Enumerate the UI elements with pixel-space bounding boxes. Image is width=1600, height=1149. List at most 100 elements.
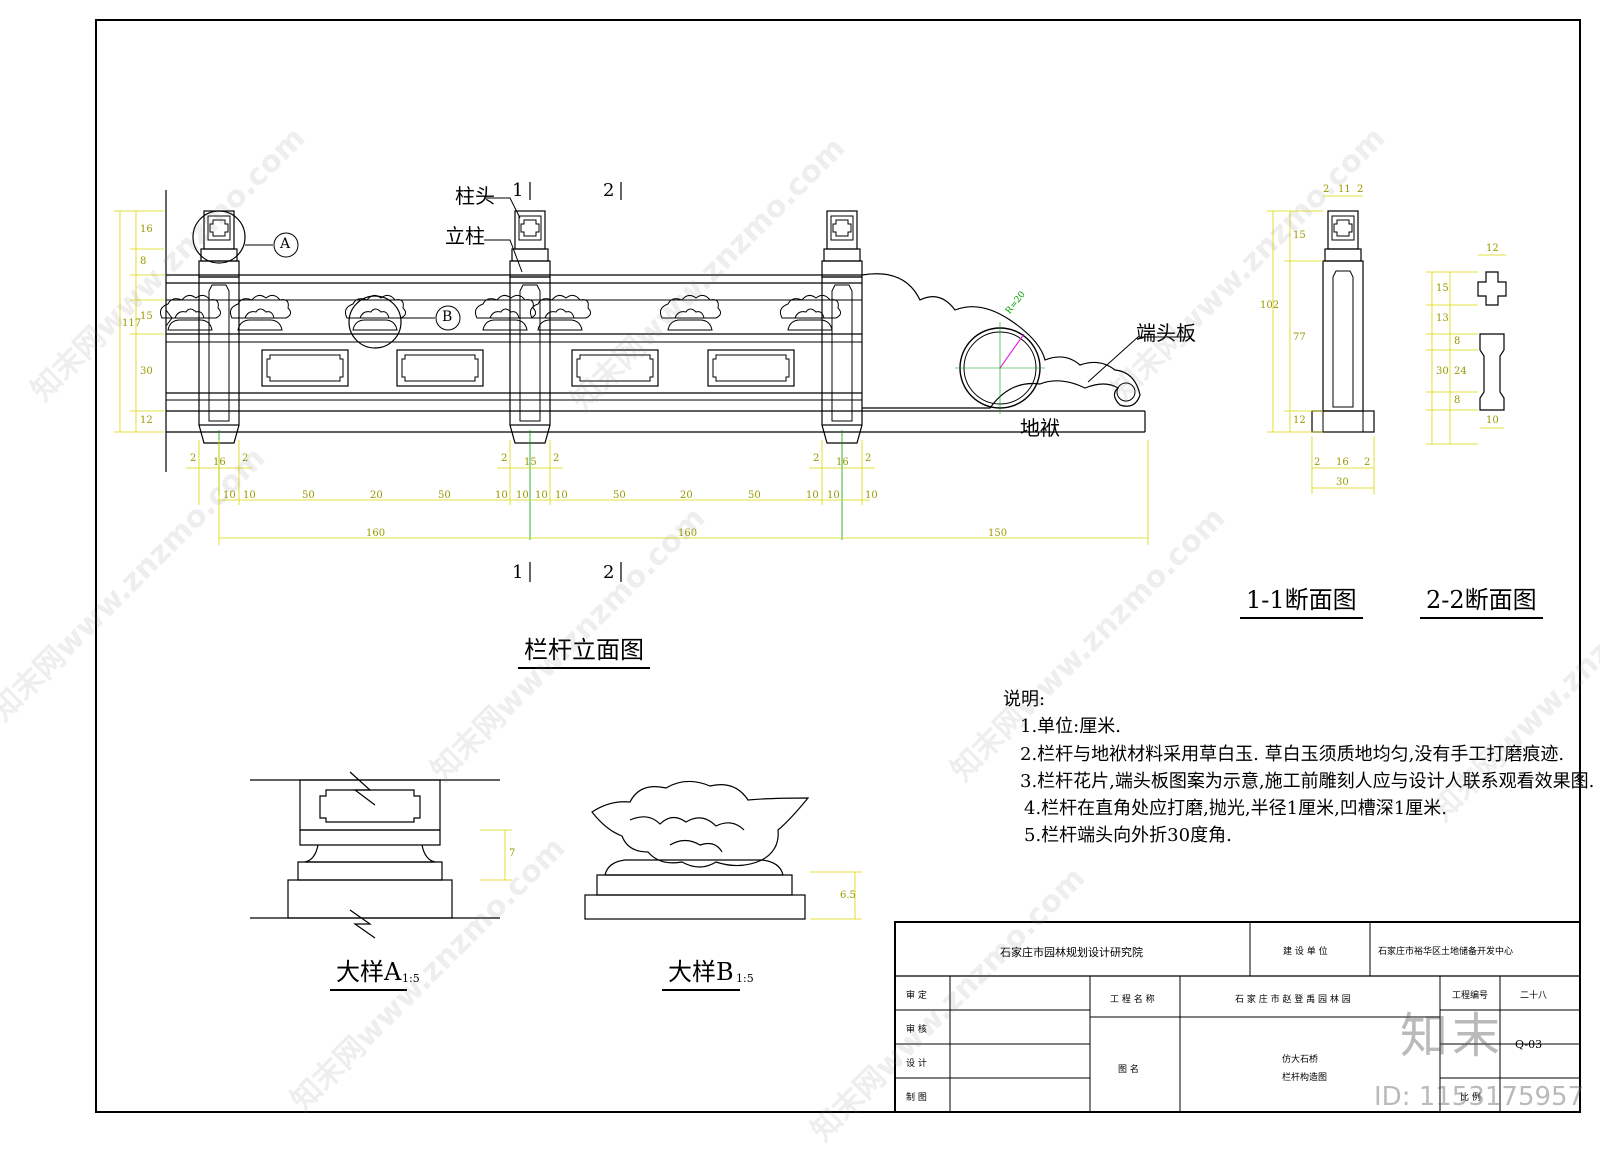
dim-text: 2 [1323, 184, 1330, 195]
cut-mark-2-bottom: 2 [603, 562, 615, 583]
label-post: 立柱 [445, 224, 485, 248]
section-2-2-drawing [1477, 271, 1507, 411]
dim-text: 2 [190, 453, 197, 464]
dim-text: 15 [140, 311, 153, 322]
tb-project-no: 二十八 [1520, 991, 1548, 1001]
tb-project-no-label: 工程编号 [1452, 991, 1489, 1001]
label-post-head: 柱头 [455, 184, 495, 208]
section-1-1-title: 1-1断面图 [1240, 580, 1363, 619]
tb-project: 石 家 庄 市 赵 登 禹 园 林 园 [1235, 995, 1351, 1005]
section-2-2-dimensions [1426, 254, 1506, 445]
dim-text: 10 [1486, 415, 1499, 426]
dim-text: 10 [495, 490, 508, 501]
tb-institute: 石家庄市园林规划设计研究院 [1000, 946, 1143, 959]
dim-text: 12 [1486, 243, 1499, 254]
dim-text: 8 [1454, 336, 1461, 347]
elevation-title: 栏杆立面图 [518, 630, 650, 669]
detail-a-dim: 7 [509, 848, 516, 859]
tb-client-label: 建 设 单 位 [1283, 947, 1328, 957]
detail-b-title: 大样B [662, 952, 740, 991]
dim-text: 12 [140, 415, 153, 426]
dim-text: 24 [1454, 366, 1467, 377]
tb-drawing-no: Q-03 [1515, 1038, 1543, 1051]
note-item: 3.栏杆花片,端头板图案为示意,施工前雕刻人应与设计人联系观看效果图. [1020, 771, 1595, 792]
detail-a-drawing [250, 771, 500, 939]
tb-role: 审 定 [906, 991, 927, 1001]
dim-text: 10 [535, 490, 548, 501]
callout-b-label: B [442, 309, 453, 325]
title-block-grid [894, 921, 1581, 1113]
dim-text: 20 [680, 490, 693, 501]
dim-text: 16 [213, 457, 226, 468]
tb-role: 设 计 [906, 1059, 927, 1069]
dim-text: 10 [827, 490, 840, 501]
dim-text: 77 [1293, 332, 1306, 343]
dim-text: 8 [1454, 395, 1461, 406]
dim-text: 160 [678, 528, 698, 539]
tb-client: 石家庄市裕华区土地储备开发中心 [1378, 947, 1514, 957]
dim-text: 160 [366, 528, 386, 539]
dim-text: 50 [748, 490, 761, 501]
dim-text: 15 [1436, 283, 1449, 294]
dim-text: 30 [1436, 366, 1449, 377]
detail-b-drawing [584, 780, 810, 920]
dim-text: 30 [140, 366, 153, 377]
dim-text: 2 [865, 453, 872, 464]
callout-a-label: A [280, 236, 291, 252]
dim-text: 2 [1357, 184, 1364, 195]
tb-role: 审 核 [906, 1025, 927, 1035]
note-item: 1.单位:厘米. [1020, 716, 1121, 737]
detail-a-scale: 1:5 [402, 972, 420, 985]
tb-drawing-sub: 栏杆构造图 [1282, 1073, 1328, 1083]
dim-text: 2 [553, 453, 560, 464]
section-1-1-dimensions [1267, 195, 1375, 494]
dim-text: 2 [1314, 457, 1321, 468]
section-2-2-title: 2-2断面图 [1420, 580, 1543, 619]
dim-text: 2 [1364, 457, 1371, 468]
tb-drawing-name: 仿大石桥 [1282, 1055, 1319, 1065]
note-item: 5.栏杆端头向外折30度角. [1024, 825, 1232, 846]
detail-a-title: 大样A [330, 952, 408, 991]
dim-text: 2 [501, 453, 508, 464]
dim-text: 10 [516, 490, 529, 501]
dim-text: 102 [1260, 300, 1280, 311]
tb-drawing-label: 图 名 [1118, 1065, 1139, 1075]
detail-b-dim: 6.5 [840, 890, 856, 901]
dim-text: 10 [865, 490, 878, 501]
dim-text: 20 [370, 490, 383, 501]
dim-text: 16 [140, 224, 153, 235]
dim-text: 30 [1336, 477, 1349, 488]
dim-text: 50 [613, 490, 626, 501]
cut-mark-1-bottom: 1 [512, 562, 524, 583]
detail-b-dimension [810, 871, 862, 920]
elevation-dimensions [114, 210, 1149, 545]
dim-text: 15 [524, 457, 537, 468]
dim-text: 10 [243, 490, 256, 501]
dim-text: 117 [122, 318, 142, 329]
dim-text: 11 [1338, 184, 1351, 195]
dim-text: 10 [555, 490, 568, 501]
note-item: 2.栏杆与地袱材料采用草白玉. 草白玉须质地均匀,没有手工打磨痕迹. [1020, 744, 1565, 765]
detail-a-dimension [480, 829, 512, 881]
dim-text: 10 [223, 490, 236, 501]
tb-scale-label: 比 例 [1460, 1093, 1481, 1103]
section-1-1-drawing [1311, 210, 1375, 433]
dim-text: 10 [806, 490, 819, 501]
note-item: 4.栏杆在直角处应打磨,抛光,半径1厘米,凹槽深1厘米. [1024, 798, 1447, 819]
dim-text: 12 [1293, 415, 1306, 426]
dim-text: 16 [1336, 457, 1349, 468]
detail-b-scale: 1:5 [736, 972, 754, 985]
dim-text: 50 [302, 490, 315, 501]
elevation-drawing [159, 182, 1190, 582]
dim-text: 15 [1293, 230, 1306, 241]
watermark-id: ID: 1153175957 [1374, 1082, 1585, 1112]
dim-text: 50 [438, 490, 451, 501]
dim-text: 16 [836, 457, 849, 468]
dim-text: 150 [988, 528, 1008, 539]
tb-role: 制 图 [906, 1093, 927, 1103]
cut-mark-1-top: 1 [512, 180, 524, 201]
cut-mark-2-top: 2 [603, 180, 615, 201]
watermark-logo: 知末 [1400, 1008, 1505, 1064]
tb-project-label: 工 程 名 称 [1110, 995, 1155, 1005]
